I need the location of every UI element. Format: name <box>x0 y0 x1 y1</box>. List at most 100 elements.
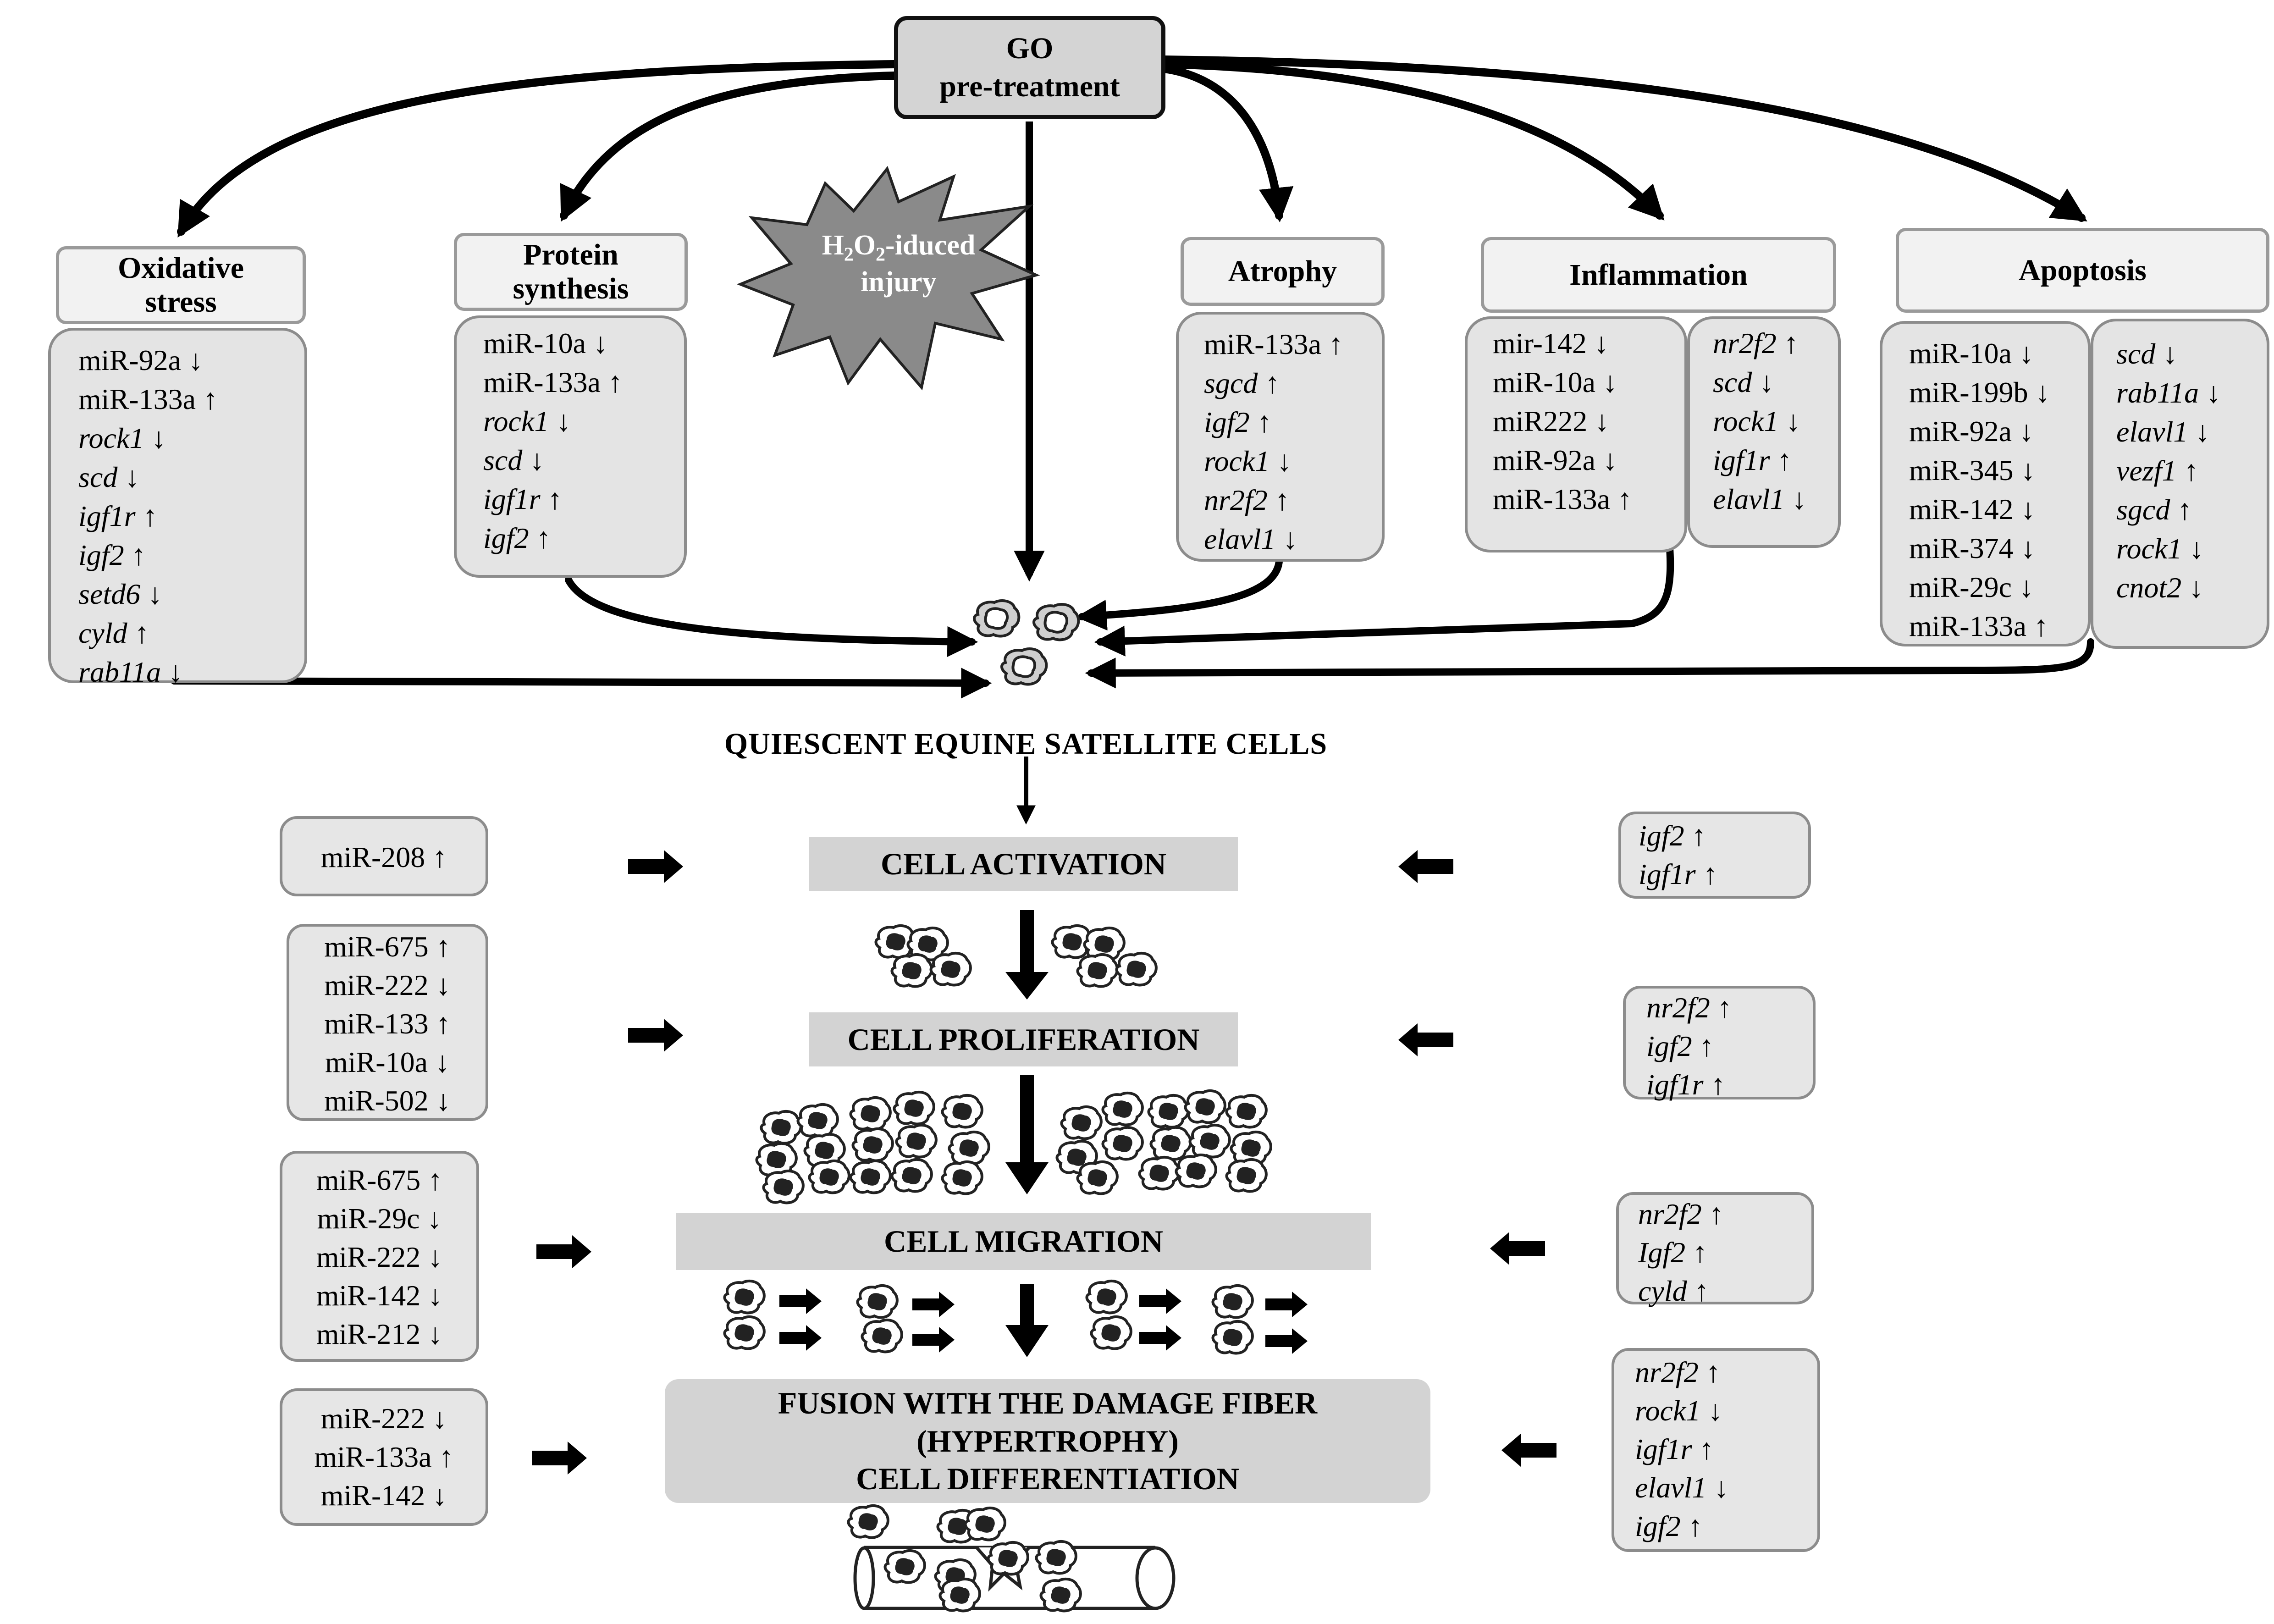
gene-name: igf1r <box>1639 858 1696 890</box>
gene-name: igf2 <box>78 539 124 571</box>
list-item: miR-10a ↓ <box>483 324 684 363</box>
regulation-arrow: ↓ <box>1277 445 1292 477</box>
regulation-arrow: ↑ <box>436 1007 451 1040</box>
gene-name: elavl1 <box>2116 415 2188 448</box>
list-item: miR-345 ↓ <box>1909 451 2088 490</box>
regulation-arrow: ↓ <box>2035 376 2050 409</box>
regulation-arrow: ↑ <box>1709 1198 1724 1230</box>
stage-fusion-differentiation: FUSION WITH THE DAMAGE FIBER (HYPERTROPH… <box>665 1379 1430 1503</box>
gene-name: cyld <box>1638 1275 1687 1307</box>
list-item: rock1 ↓ <box>1204 442 1382 481</box>
gene-name: igf1r <box>1713 444 1770 476</box>
list-item: igf2 ↑ <box>1204 403 1382 442</box>
gene-name: scd <box>2116 337 2156 370</box>
regulation-arrow: ↓ <box>188 344 203 376</box>
list-item: miR-502 ↓ <box>289 1082 486 1120</box>
mirna-name: miR-92a <box>1493 444 1595 476</box>
mirna-name: miR-133a <box>314 1441 432 1473</box>
list-item: igf2 ↑ <box>1646 1027 1813 1066</box>
list-item: igf1r ↑ <box>483 480 684 519</box>
injury-label: H2O2-iduced injury <box>822 230 976 298</box>
regulation-arrow: ↑ <box>428 1164 443 1196</box>
regulation-arrow: ↑ <box>2177 493 2192 526</box>
regulation-arrow: ↓ <box>530 444 545 476</box>
gene-name: cnot2 <box>2116 571 2182 604</box>
list-item: rock1 ↓ <box>483 402 684 441</box>
arrow-inflammation-cells <box>1094 530 1674 657</box>
mirna-name: miR-374 <box>1909 532 2014 564</box>
mirna-name: miR-222 <box>316 1241 421 1273</box>
gene-name: elavl1 <box>1713 483 1785 515</box>
mirna-name: miR-208 <box>320 841 425 873</box>
regulation-arrow: ↓ <box>125 461 140 493</box>
list-item: Igf2 ↑ <box>1638 1233 1811 1272</box>
regulation-arrow: ↓ <box>428 1318 443 1350</box>
mirna-name: miR-675 <box>324 930 429 963</box>
arrow-go-atrophy <box>1160 65 1294 223</box>
list-item: rock1 ↓ <box>2116 529 2267 568</box>
list-item: miR-10a ↓ <box>289 1043 486 1082</box>
arrow-apoptosis-cells <box>1085 638 2094 689</box>
regulation-arrow: ↑ <box>1257 406 1272 438</box>
list-item: nr2f2 ↑ <box>1635 1353 1817 1392</box>
list-item: miR-92a ↓ <box>78 341 304 380</box>
regulation-arrow: ↓ <box>1594 327 1609 359</box>
mirna-name: miR-345 <box>1909 454 2014 486</box>
list-item: miR-10a ↓ <box>1909 334 2088 373</box>
regulation-arrow: ↓ <box>168 656 183 688</box>
mirna-name: miR-142 <box>320 1479 425 1512</box>
regulation-arrow: ↓ <box>1595 405 1610 437</box>
regulation-arrow: ↑ <box>1711 1068 1726 1101</box>
gene-name: rock1 <box>1713 405 1779 437</box>
go-pretreatment-box: GO pre-treatment <box>894 16 1165 119</box>
gene-name: scd <box>78 461 118 493</box>
list-item: sgcd ↑ <box>2116 490 2267 529</box>
regulation-arrow: ↓ <box>1602 444 1617 476</box>
list-item: miR-133 ↑ <box>289 1005 486 1043</box>
gene-name: nr2f2 <box>1638 1198 1702 1230</box>
gene-name: rock1 <box>483 405 549 437</box>
category-apoptosis: Apoptosis <box>1896 228 2269 313</box>
regulation-arrow: ↑ <box>432 841 447 873</box>
go-line1: GO <box>1006 32 1054 65</box>
regulation-arrow: ↑ <box>1328 328 1343 360</box>
gene-name: nr2f2 <box>1635 1356 1699 1388</box>
list-item: miR-10a ↓ <box>1493 363 1684 402</box>
list-inflammation-genes: nr2f2 ↑scd ↓rock1 ↓igf1r ↑elavl1 ↓ <box>1687 316 1841 548</box>
stage-cell-proliferation: CELL PROLIFERATION <box>809 1012 1238 1066</box>
list-item: cyld ↑ <box>78 613 304 652</box>
flow-arrows <box>1005 757 1049 1357</box>
regulation-arrow: ↓ <box>148 578 163 610</box>
regulation-arrow: ↑ <box>203 383 218 415</box>
mirna-name: miR-133a <box>483 366 601 398</box>
list-item: miR-133a ↑ <box>1909 607 2088 646</box>
list-item: rock1 ↓ <box>78 419 304 458</box>
arrow-go-apoptosis <box>1160 55 2087 222</box>
regulation-arrow: ↑ <box>547 483 563 515</box>
mirna-name: miR-222 <box>324 969 429 1001</box>
list-item: miR222 ↓ <box>1493 402 1684 441</box>
regulation-arrow: ↑ <box>536 522 551 554</box>
gene-name: igf2 <box>1635 1510 1681 1542</box>
regulation-arrow: ↑ <box>143 500 158 532</box>
list-item: scd ↓ <box>483 441 684 480</box>
list-item: igf1r ↑ <box>78 497 304 536</box>
list-item: rock1 ↓ <box>1635 1392 1817 1430</box>
regulation-arrow: ↓ <box>436 969 451 1001</box>
proliferating-cells <box>757 1091 1271 1203</box>
activation-gene-box: igf2 ↑igf1r ↑ <box>1618 812 1811 899</box>
list-item: igf2 ↑ <box>1635 1507 1817 1546</box>
arrow-go-oxidative <box>177 60 898 238</box>
list-inflammation-mirna: mir-142 ↓miR-10a ↓miR222 ↓miR-92a ↓miR-1… <box>1465 316 1687 552</box>
list-item: setd6 ↓ <box>78 574 304 613</box>
gene-name: scd <box>1713 366 1752 398</box>
gene-name: igf2 <box>1646 1030 1692 1062</box>
regulation-arrow: ↓ <box>436 1084 451 1117</box>
regulation-arrow: ↑ <box>1694 1275 1709 1307</box>
regulation-arrow: ↓ <box>427 1202 442 1235</box>
regulation-arrow: ↓ <box>2189 532 2204 565</box>
regulation-arrow: ↓ <box>2195 415 2210 448</box>
list-item: miR-133a ↑ <box>1493 480 1684 519</box>
regulation-arrow: ↓ <box>2020 532 2036 564</box>
